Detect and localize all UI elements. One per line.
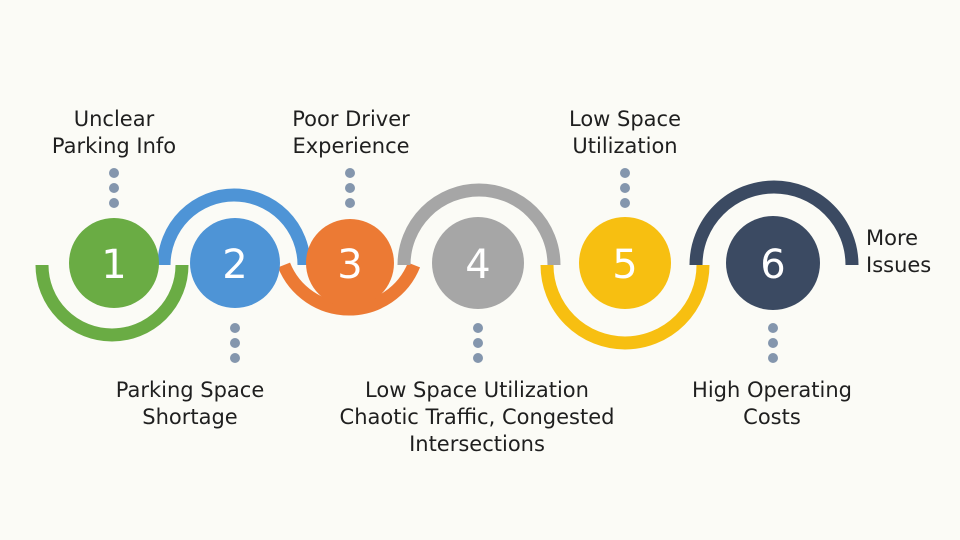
step-1: 1 (69, 218, 159, 308)
arc-4 (397, 183, 561, 266)
label-line: Shortage (142, 405, 238, 429)
label-parking-space-shortage: Parking Space Shortage (100, 377, 280, 431)
label-line: Intersections (409, 432, 545, 456)
step-6: 6 (726, 216, 820, 310)
connector-2 (230, 323, 240, 363)
label-poor-driver-experience: Poor Driver Experience (270, 106, 432, 160)
step-4-number: 4 (465, 242, 490, 288)
label-line: Low Space (568, 107, 682, 131)
arc-6 (689, 180, 859, 266)
arc-2 (157, 188, 311, 266)
label-line: Parking Info (51, 134, 177, 158)
connector-1 (109, 168, 119, 208)
step-6-number: 6 (760, 242, 785, 288)
connector-6 (768, 323, 778, 363)
step-4: 4 (432, 217, 524, 309)
label-line: Costs (743, 405, 801, 429)
label-line: Chaotic Traffic, Congested (339, 405, 615, 429)
label-line: Parking Space (115, 378, 265, 402)
label-line: Unclear (73, 107, 155, 131)
connector-5 (620, 168, 630, 208)
arc-3 (277, 262, 421, 316)
label-chaotic-traffic: Low Space Utilization Chaotic Traffic, C… (318, 377, 636, 458)
label-line: High Operating (692, 378, 852, 402)
arc-1 (35, 264, 189, 342)
step-5-number: 5 (612, 242, 637, 288)
label-line: Low Space Utilization (365, 378, 589, 402)
step-1-number: 1 (101, 242, 126, 288)
label-line: Poor Driver (292, 107, 410, 131)
label-high-operating-costs: High Operating Costs (672, 377, 872, 431)
label-low-space-utilization-top: Low Space Utilization (548, 106, 702, 160)
label-more-issues: More Issues (866, 225, 952, 279)
connector-4 (473, 323, 483, 363)
step-5: 5 (579, 217, 671, 309)
label-line: Utilization (572, 134, 678, 158)
label-unclear-parking-info: Unclear Parking Info (44, 106, 184, 160)
step-2-number: 2 (222, 242, 247, 288)
label-line: More (866, 226, 919, 250)
step-3: 3 (306, 219, 394, 307)
step-3-number: 3 (337, 242, 362, 288)
label-line: Issues (866, 253, 932, 277)
arc-5 (540, 264, 710, 350)
step-2: 2 (190, 218, 280, 308)
label-line: Experience (292, 134, 410, 158)
connector-3 (345, 168, 355, 208)
